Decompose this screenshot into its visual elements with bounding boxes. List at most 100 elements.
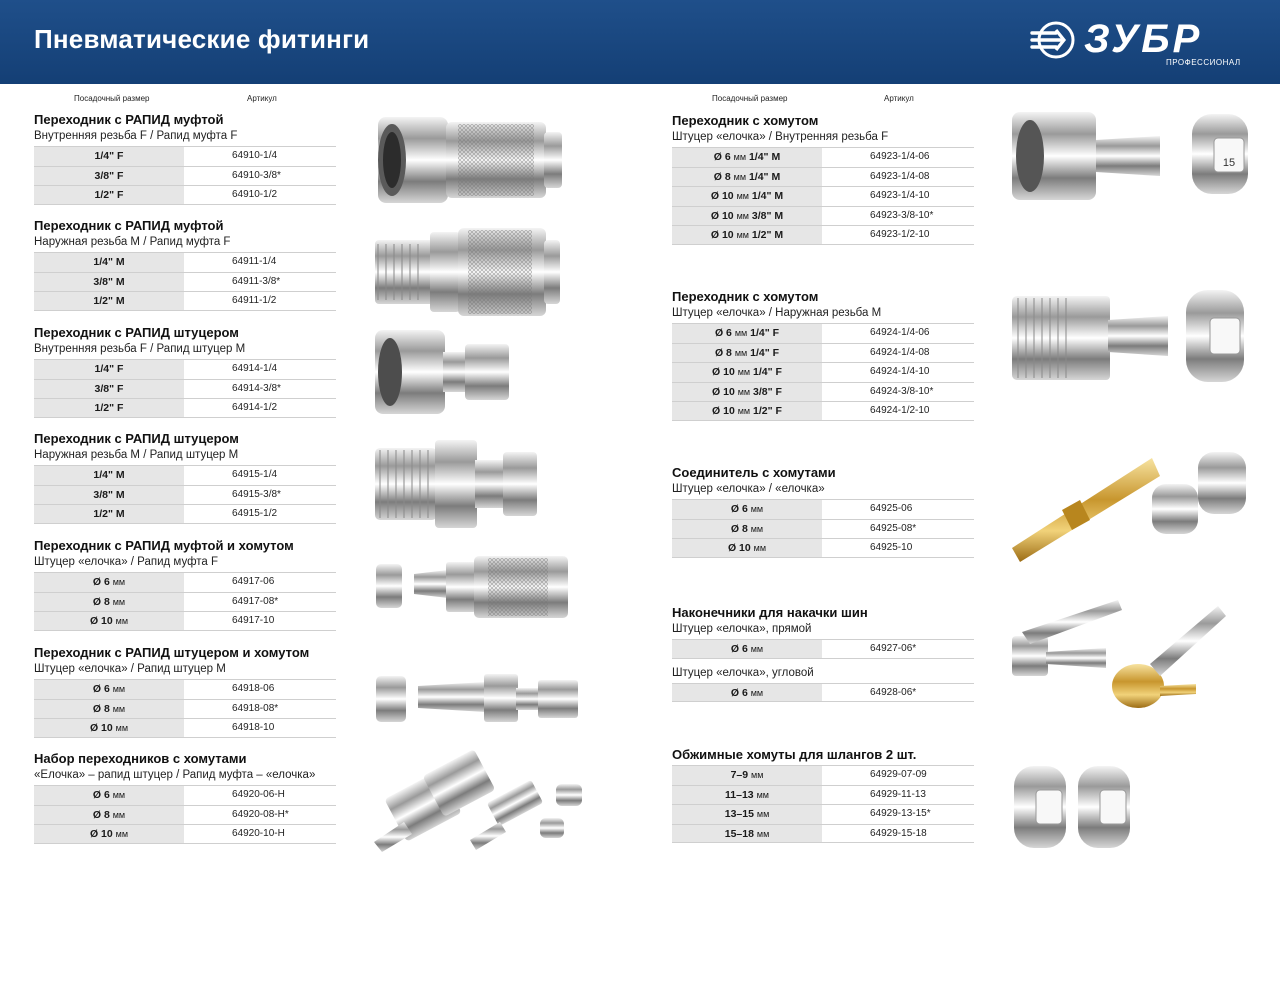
size-value: Ø 10 <box>710 190 734 202</box>
size-cell: Ø 10 мм 1/4" F <box>672 363 822 382</box>
section-subtitle: Штуцер «елочка» / Внутренняя резьба F <box>672 131 889 143</box>
size-value: Ø 6 <box>92 576 110 588</box>
size-unit: мм <box>115 723 129 733</box>
size-cell: Ø 8 мм 1/4" M <box>672 167 822 186</box>
article-cell: 64924-1/2-10 <box>870 405 930 416</box>
size-value: Ø 10 <box>89 615 113 627</box>
size-unit: мм <box>733 152 747 162</box>
size-cell: Ø 10 мм 1/2" F <box>672 402 822 420</box>
size-unit: мм <box>112 703 126 714</box>
size-value: 1/4" M <box>93 256 125 268</box>
article-cell: 64925-08* <box>870 522 917 534</box>
article-cell: 64914-3/8* <box>232 382 281 394</box>
size-value: 15–18 <box>724 827 754 840</box>
size-value: Ø 6 <box>730 643 748 655</box>
size-value: Ø 8 <box>714 346 732 359</box>
size-cell: Ø 6 мм <box>672 683 822 701</box>
article-cell: 64920-06-H <box>232 789 285 800</box>
size-unit: мм <box>756 828 770 839</box>
size-cell: 13–15 мм <box>672 805 822 824</box>
size-cell: Ø 10 мм 3/8" F <box>672 382 822 401</box>
size-value: Ø 8 <box>730 522 748 535</box>
size-unit: мм <box>112 809 126 820</box>
size-cell: 11–13 мм <box>672 785 822 804</box>
size-unit: мм <box>112 577 126 587</box>
clamp-label: 15 <box>1223 157 1235 169</box>
size-cell: 15–18 мм <box>672 824 822 842</box>
size-cell: Ø 6 мм <box>34 573 184 592</box>
size-cell: 1/2" M <box>34 505 184 523</box>
size-value: Ø 6 <box>92 683 110 695</box>
section-title: Переходник с РАПИД штуцером <box>34 431 239 446</box>
size-unit: мм <box>115 616 129 626</box>
page-title: Пневматические фитинги <box>34 24 370 54</box>
size-unit: мм <box>736 230 749 240</box>
section-title: Обжимные хомуты для шлангов 2 шт. <box>672 747 917 762</box>
size-value: 1/4" F <box>94 150 124 162</box>
size-cell: 3/8" M <box>34 485 184 504</box>
size-value: 13–15 <box>724 808 754 820</box>
table-row: Ø 10 мм 64917-10 <box>34 611 336 631</box>
thread-size: 1/4" M <box>751 190 784 202</box>
article-cell: 64923-1/4-08 <box>870 170 930 182</box>
size-value: 1/2" F <box>94 189 124 201</box>
size-cell: 1/4" M <box>34 253 184 272</box>
thread-size: 1/4" M <box>748 170 781 183</box>
size-unit: мм <box>750 523 764 534</box>
hose-clamps-image <box>1014 766 1130 848</box>
size-cell: Ø 8 мм 1/4" F <box>672 343 822 362</box>
hose-adapter-male-image <box>1012 290 1244 382</box>
article-cell: 64917-10 <box>232 615 275 626</box>
section-title: Соединитель с хомутами <box>672 465 836 480</box>
article-cell: 64917-06 <box>232 576 275 587</box>
size-unit: мм <box>751 770 764 780</box>
size-unit: мм <box>736 191 749 201</box>
size-cell: Ø 6 мм 1/4" F <box>672 324 822 343</box>
table-row: Ø 8 мм 1/4" F 64924-1/4-08 <box>672 342 974 362</box>
size-cell: Ø 8 мм <box>34 805 184 824</box>
coupler-female-thread-image <box>378 117 562 203</box>
thread-size: 1/4" M <box>748 151 781 163</box>
size-cell: Ø 10 мм <box>34 825 184 843</box>
size-value: Ø 10 <box>712 385 735 398</box>
size-cell: Ø 8 мм <box>672 519 822 538</box>
size-unit: мм <box>734 328 748 338</box>
size-unit: мм <box>756 789 769 800</box>
article-cell: 64915-1/4 <box>232 469 278 480</box>
article-cell: 64924-1/4-08 <box>870 346 930 358</box>
section-subtitle: Наружная резьба М / Рапид штуцер М <box>34 449 239 461</box>
product-section: Набор переходников с хомутами«Елочка» – … <box>34 751 336 844</box>
brand-logo: ЗУБР ПРОФЕССИОНАЛ <box>1030 18 1250 70</box>
thread-size: 3/8" F <box>753 385 782 398</box>
table-row: Ø 6 мм 64917-06 <box>34 572 336 592</box>
size-cell: 1/2" M <box>34 292 184 310</box>
section-title: Переходник с РАПИД муфтой <box>34 218 224 233</box>
thread-size: 1/4" F <box>750 327 780 339</box>
size-value: 3/8" M <box>93 488 125 501</box>
article-cell: 64923-1/2-10 <box>870 229 930 240</box>
section-subtitle: Штуцер «елочка», угловой <box>672 666 814 679</box>
section-subtitle: Штуцер «елочка» / Рапид муфта F <box>34 556 219 568</box>
